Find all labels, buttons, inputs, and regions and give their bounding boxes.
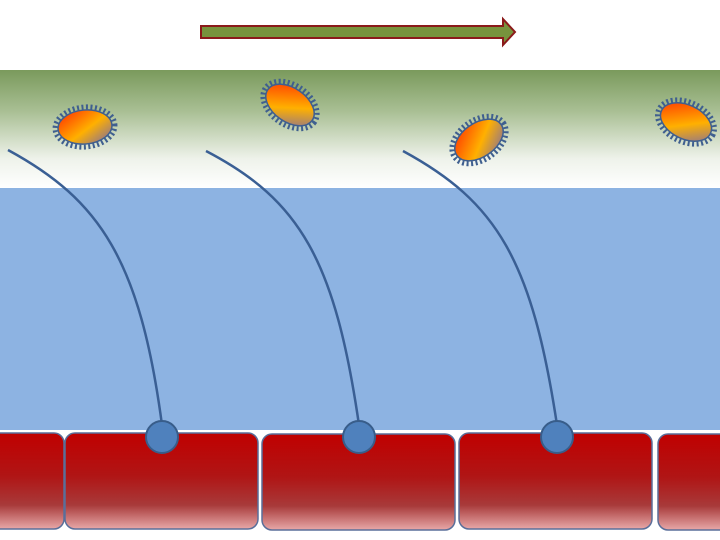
receptor-1 bbox=[145, 420, 179, 454]
particle-1 bbox=[52, 104, 118, 150]
particle-3 bbox=[449, 113, 509, 167]
receptor-2 bbox=[342, 420, 376, 454]
cell-1 bbox=[0, 432, 65, 530]
tether-1 bbox=[7, 148, 164, 426]
flow-band bbox=[0, 70, 720, 188]
flow-arrow bbox=[200, 16, 517, 48]
tether-3 bbox=[402, 149, 559, 426]
cell-5 bbox=[657, 433, 720, 531]
tether-2 bbox=[205, 149, 361, 426]
particle-2 bbox=[260, 78, 320, 132]
particle-4 bbox=[655, 97, 717, 147]
fluid-layer bbox=[0, 188, 720, 430]
receptor-3 bbox=[540, 420, 574, 454]
